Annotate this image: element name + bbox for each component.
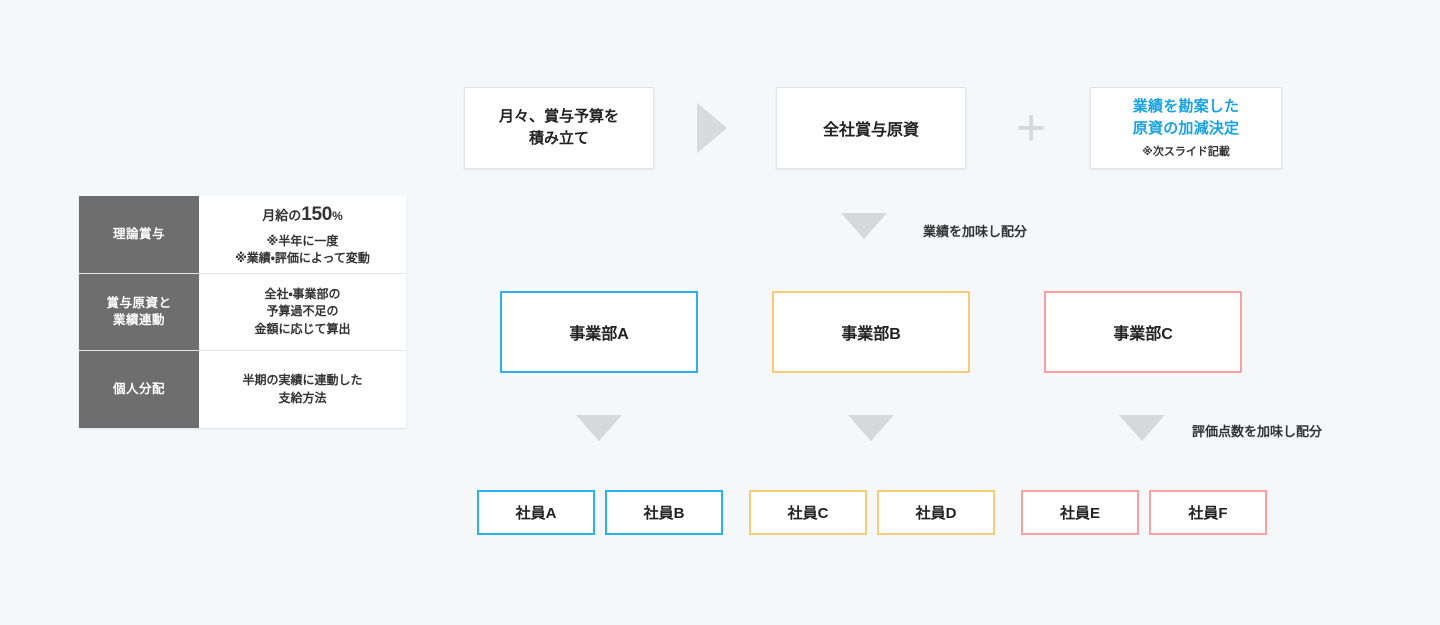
accrual-line-1: 月々、賞与予算を bbox=[498, 108, 619, 126]
table-cell-note: ※業績・評価によって変動 bbox=[235, 251, 370, 266]
flow-box-performance-adjustment: 業績を勘案した 原資の加減決定 ※次スライド記載 bbox=[1090, 87, 1282, 169]
table-cell-bonus-pool-linkage: 全社・事業部の 予算過不足の 金額に応じて算出 bbox=[199, 273, 406, 351]
plus-icon: + bbox=[1015, 99, 1047, 157]
flow-box-monthly-accrual: 月々、賞与予算を 積み立て bbox=[464, 87, 654, 169]
flow-box-company-bonus-pool: 全社賞与原資 bbox=[776, 87, 966, 169]
table-cell-theoretical-bonus: 月給の150% ※半年に一度 ※業績・評価によって変動 bbox=[199, 196, 406, 273]
annotation-distribute-by-evaluation-score: 評価点数を加味し配分 bbox=[1192, 424, 1323, 439]
arrow-down-icon bbox=[1119, 415, 1165, 441]
table-cell-note: 全社・事業部の bbox=[264, 286, 341, 301]
arrow-down-icon bbox=[848, 415, 894, 441]
table-cell-line: 月給の150% bbox=[235, 201, 370, 230]
adjustment-highlight-line-2: 原資の加減決定 bbox=[1132, 119, 1240, 137]
annotation-distribute-by-performance: 業績を加味し配分 bbox=[923, 224, 1028, 239]
table-cell-note: 支給方法 bbox=[278, 390, 327, 405]
table-cell-note: 金額に応じて算出 bbox=[254, 321, 351, 336]
adjustment-highlight-line-1: 業績を勘案した bbox=[1132, 98, 1240, 116]
table-row-header-individual-distribution: 個人分配 bbox=[79, 351, 199, 429]
table-row: 賞与原資と 業績連動 全社・事業部の 予算過不足の 金額に応じて算出 bbox=[79, 272, 406, 351]
bonus-percent-value: 150 bbox=[301, 204, 333, 226]
percent-symbol: % bbox=[332, 209, 343, 224]
accrual-line-2: 積み立て bbox=[528, 130, 589, 147]
header-line: 業績連動 bbox=[112, 313, 165, 327]
monthly-salary-label: 月給の bbox=[262, 208, 302, 224]
employee-box-b: 社員B bbox=[605, 490, 723, 535]
employee-box-d: 社員D bbox=[877, 490, 995, 535]
department-box-a: 事業部A bbox=[500, 291, 698, 373]
department-box-c: 事業部C bbox=[1044, 291, 1242, 373]
employee-box-f: 社員F bbox=[1149, 490, 1267, 535]
arrow-down-icon bbox=[841, 213, 887, 239]
table-cell-note: 予算過不足の bbox=[266, 304, 339, 319]
table-cell-note: 半期の実績に連動した bbox=[242, 373, 363, 388]
table-row-header-theoretical-bonus: 理論賞与 bbox=[79, 196, 199, 273]
table-cell-note: ※半年に一度 bbox=[266, 233, 339, 248]
table-cell-individual-distribution: 半期の実績に連動した 支給方法 bbox=[199, 351, 406, 429]
employee-box-e: 社員E bbox=[1021, 490, 1139, 535]
department-box-b: 事業部B bbox=[772, 291, 970, 373]
adjustment-sub-note: ※次スライド記載 bbox=[1142, 145, 1230, 158]
employee-box-c: 社員C bbox=[749, 490, 867, 535]
table-row-header-bonus-pool-linkage: 賞与原資と 業績連動 bbox=[79, 273, 199, 351]
employee-box-a: 社員A bbox=[477, 490, 595, 535]
bonus-spec-table: 理論賞与 月給の150% ※半年に一度 ※業績・評価によって変動 賞与原資と 業… bbox=[79, 196, 406, 429]
table-row: 個人分配 半期の実績に連動した 支給方法 bbox=[79, 350, 406, 429]
table-row: 理論賞与 月給の150% ※半年に一度 ※業績・評価によって変動 bbox=[79, 196, 406, 273]
arrow-right-icon bbox=[697, 103, 727, 153]
arrow-down-icon bbox=[576, 415, 622, 441]
header-line: 賞与原資と bbox=[106, 296, 172, 311]
